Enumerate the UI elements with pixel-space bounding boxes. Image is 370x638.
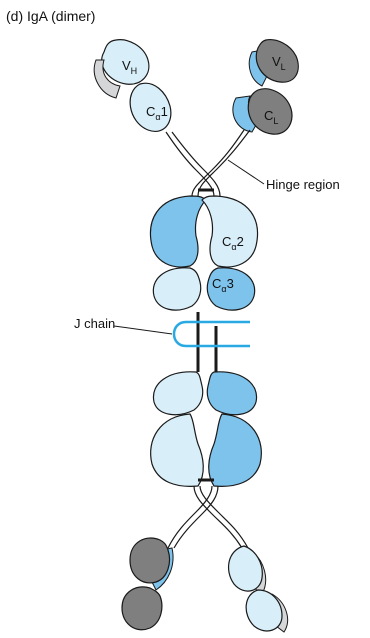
upper-hinge-strands (166, 130, 250, 196)
lower-fc-left-ca3 (153, 372, 202, 415)
upper-right-fab-arm: VL CL (233, 40, 298, 135)
j-chain-strand (174, 322, 250, 346)
lower-fc-left-ca2 (151, 414, 204, 486)
upper-fc-left-ca2 (151, 196, 206, 267)
lower-right-vh-domain (246, 590, 282, 631)
lower-fc-region (151, 372, 262, 487)
upper-fc-region: Cα2 Cα3 (151, 196, 258, 310)
lower-left-cl-domain (130, 538, 170, 583)
lower-fc-right-ca2 (209, 414, 262, 486)
lower-fc-right-ca3 (207, 372, 256, 415)
lower-hinge-strands (168, 486, 248, 548)
upper-left-fab-arm: VH Cα1 (94, 40, 171, 132)
lower-right-ch1-domain (229, 546, 263, 591)
upper-fc-left-ca3 (153, 268, 200, 310)
j-chain-label: J chain (74, 316, 115, 331)
upper-fc-right-ca2 (202, 196, 257, 267)
hinge-region-label: Hinge region (266, 177, 340, 192)
lower-iga-monomer (122, 372, 288, 632)
lower-right-fab-arm (229, 546, 288, 632)
lower-left-vl-domain (122, 587, 162, 630)
upper-iga-monomer: VH Cα1 VL CL (94, 40, 298, 310)
j-chain-callout-line (114, 326, 172, 334)
j-chain-group (114, 312, 250, 372)
hinge-callout-line (228, 160, 264, 184)
lower-left-fab-arm (122, 538, 173, 630)
